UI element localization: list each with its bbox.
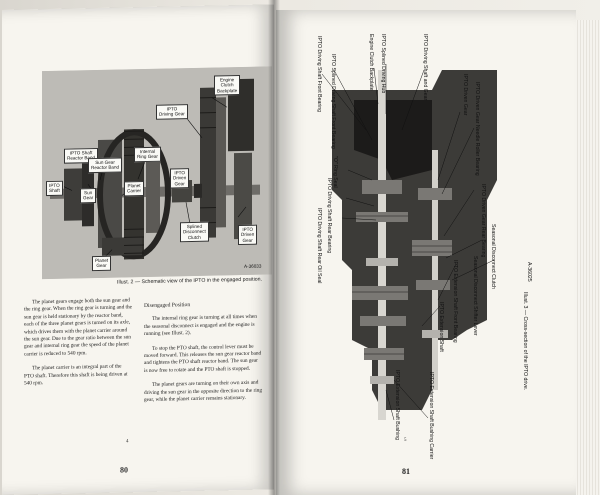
label-driven-gear-rear-bearing: IPTO Driven Gear Rear Bearing xyxy=(480,184,486,258)
label-driving-shaft-rear-oil-seal: IPTO Driving Shaft Rear Oil Seal xyxy=(316,208,322,284)
page-stack-edge xyxy=(574,20,600,495)
label-seasonal-disconnect-clutch: Seasonal Disconnect Clutch xyxy=(490,224,496,289)
page-sub-number-right: 5 xyxy=(404,438,407,443)
label-driven-gear-needle-roller-bearing: IPTO Driven Gear Needle Roller Bearing xyxy=(474,82,480,176)
paragraph: To stop the PTO shaft, the control lever… xyxy=(144,343,262,374)
label-splined-driving-hub: IPTO Splined Driving Hub xyxy=(380,34,386,94)
ipto-schematic-drawing xyxy=(42,66,272,280)
figure-caption-left: Illust. 2 — Schematic view of the IPTO i… xyxy=(117,276,262,286)
label-extension-shaft-bushing-carrier: IPTO Extension Shaft Bushing Carrier xyxy=(428,372,434,460)
label-extension-shaft-bushing: IPTO Extension Shaft Bushing xyxy=(394,370,400,440)
paragraph: The internal ring gear is turning at all… xyxy=(144,314,257,338)
page-sub-number-left: 4 xyxy=(126,439,129,445)
figure-code-right: A-36025 xyxy=(526,262,532,282)
label-extension-shaft: IPTO Extension Shaft xyxy=(438,302,444,352)
figure-caption-right: Illust. 3 — Cross-section of the IPTO dr… xyxy=(522,292,528,391)
book-spine-shadow xyxy=(268,0,280,495)
right-text-column: Disengaged Position The internal ring ge… xyxy=(144,301,262,412)
label-driving-shaft-rear-bearing: IPTO Driving Shaft Rear Bearing xyxy=(326,178,332,254)
label-o-ring-seal: "O" Ring Seal xyxy=(332,156,338,188)
label-driving-shaft-and-gear: IPTO Driving Shaft and Gear xyxy=(422,34,428,101)
figure-code-left: A-36033 xyxy=(244,263,262,269)
right-page: IPTO Driving Shaft Front Bearing IPTO Sp… xyxy=(276,10,576,495)
page-number-left: 80 xyxy=(120,465,128,475)
paragraph: The planet carrier is an integral part o… xyxy=(24,363,128,387)
section-heading: Disengaged Position xyxy=(144,302,191,310)
label-driving-shaft-front-bearing: IPTO Driving Shaft Front Bearing xyxy=(316,36,322,113)
label-driven-gear: IPTO Driven Gear xyxy=(462,74,468,116)
label-splined-driving-shaft-front-bearing: IPTO Splined Driving Shaft Front Bearing xyxy=(330,54,336,149)
label-seasonal-disconnect-shifter-lever: Seasonal Disconnect Shifter Lever xyxy=(472,256,478,336)
label-engine-clutch-backplate: Engine Clutch Backplate xyxy=(368,34,374,91)
label-extension-shaft-front-bearing: IPTO Extension Shaft Front Bearing xyxy=(452,260,458,343)
paragraph: The planet gears are turning on their ow… xyxy=(144,379,262,404)
page-number-right: 81 xyxy=(402,467,410,476)
left-text-column: The planet gears engage both the sun gea… xyxy=(24,297,132,395)
ipto-cross-section-figure: IPTO Driving Shaft Front Bearing IPTO Sp… xyxy=(282,30,538,459)
paragraph: The planet gears engage both the sun gea… xyxy=(24,297,133,358)
ipto-cross-section-drawing xyxy=(321,64,497,421)
